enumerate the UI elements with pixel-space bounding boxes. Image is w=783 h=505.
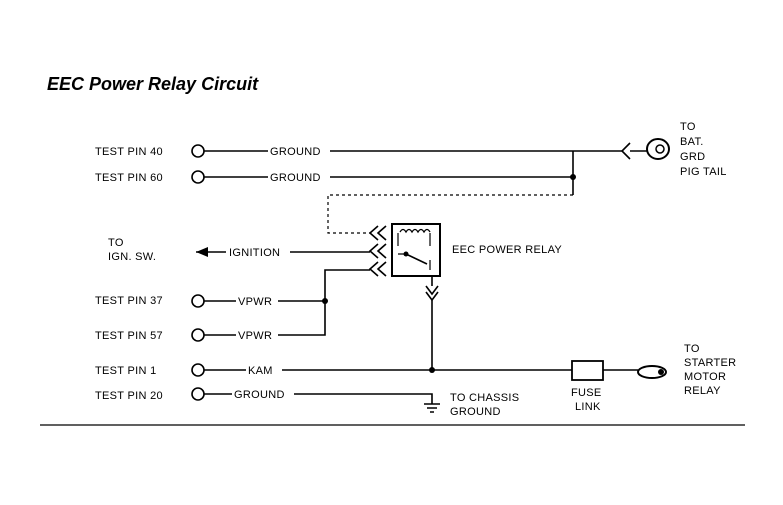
relay-output-chevron — [425, 285, 439, 302]
wire-label-ground-60: GROUND — [270, 172, 321, 184]
junction-vpwr — [322, 298, 328, 304]
wire-label-kam: KAM — [248, 365, 273, 377]
connector-chevron-1 — [368, 225, 387, 241]
connector-chevron-2 — [368, 243, 387, 259]
wire-ground-20 — [294, 393, 433, 404]
test-pin-20-terminal — [191, 387, 205, 401]
relay-label: EEC POWER RELAY — [452, 244, 562, 256]
relay-coil-icon — [399, 228, 431, 234]
test-pin-37-label: TEST PIN 37 — [95, 295, 163, 307]
starter-label-line3: MOTOR — [684, 371, 726, 383]
wire-label-ignition: IGNITION — [229, 247, 280, 259]
test-pin-60-label: TEST PIN 60 — [95, 172, 163, 184]
starter-ring-terminal-icon — [637, 365, 667, 379]
ignition-arrow-icon — [196, 247, 208, 257]
test-pin-57-label: TEST PIN 57 — [95, 330, 163, 342]
ignition-to-label: TO — [108, 237, 124, 249]
battery-label-line2: BAT. — [680, 136, 704, 148]
starter-terminal-hole-icon — [658, 369, 664, 375]
battery-connector-chevron — [620, 142, 631, 160]
fuse-link-icon — [571, 360, 604, 381]
test-pin-20-label: TEST PIN 20 — [95, 390, 163, 402]
wire-label-ground-40: GROUND — [270, 146, 321, 158]
wire-label-ground-20: GROUND — [234, 389, 285, 401]
battery-terminal-hole-icon — [655, 144, 665, 154]
test-pin-1-label: TEST PIN 1 — [95, 365, 156, 377]
wire-ground-to-relay — [327, 194, 573, 234]
fuse-label-line2: LINK — [575, 401, 601, 413]
relay-switch-leads — [398, 253, 431, 270]
battery-label-line4: PIG TAIL — [680, 166, 727, 178]
junction-kam — [429, 367, 435, 373]
fuse-label-line1: FUSE — [571, 387, 602, 399]
test-pin-60-terminal — [191, 170, 205, 184]
wire-label-vpwr-37: VPWR — [238, 296, 272, 308]
starter-label-line1: TO — [684, 343, 700, 355]
relay-switch-arm-icon — [405, 253, 428, 265]
starter-label-line4: RELAY — [684, 385, 721, 397]
starter-label-line2: STARTER — [684, 357, 736, 369]
wire-label-vpwr-57: VPWR — [238, 330, 272, 342]
junction-ground-60 — [570, 174, 576, 180]
chassis-ground-icon — [424, 403, 440, 413]
test-pin-37-terminal — [191, 294, 205, 308]
connector-chevron-3 — [368, 261, 387, 277]
battery-label-line1: TO — [680, 121, 696, 133]
battery-label-line3: GRD — [680, 151, 705, 163]
diagram-title: EEC Power Relay Circuit — [47, 74, 259, 94]
test-pin-57-terminal — [191, 328, 205, 342]
relay-coil-leads — [397, 233, 431, 246]
chassis-label-line1: TO CHASSIS — [450, 392, 519, 404]
test-pin-40-terminal — [191, 144, 205, 158]
test-pin-1-terminal — [191, 363, 205, 377]
chassis-label-line2: GROUND — [450, 406, 501, 418]
test-pin-40-label: TEST PIN 40 — [95, 146, 163, 158]
eec-power-relay-box — [391, 223, 441, 277]
ignition-switch-label: IGN. SW. — [108, 251, 156, 263]
